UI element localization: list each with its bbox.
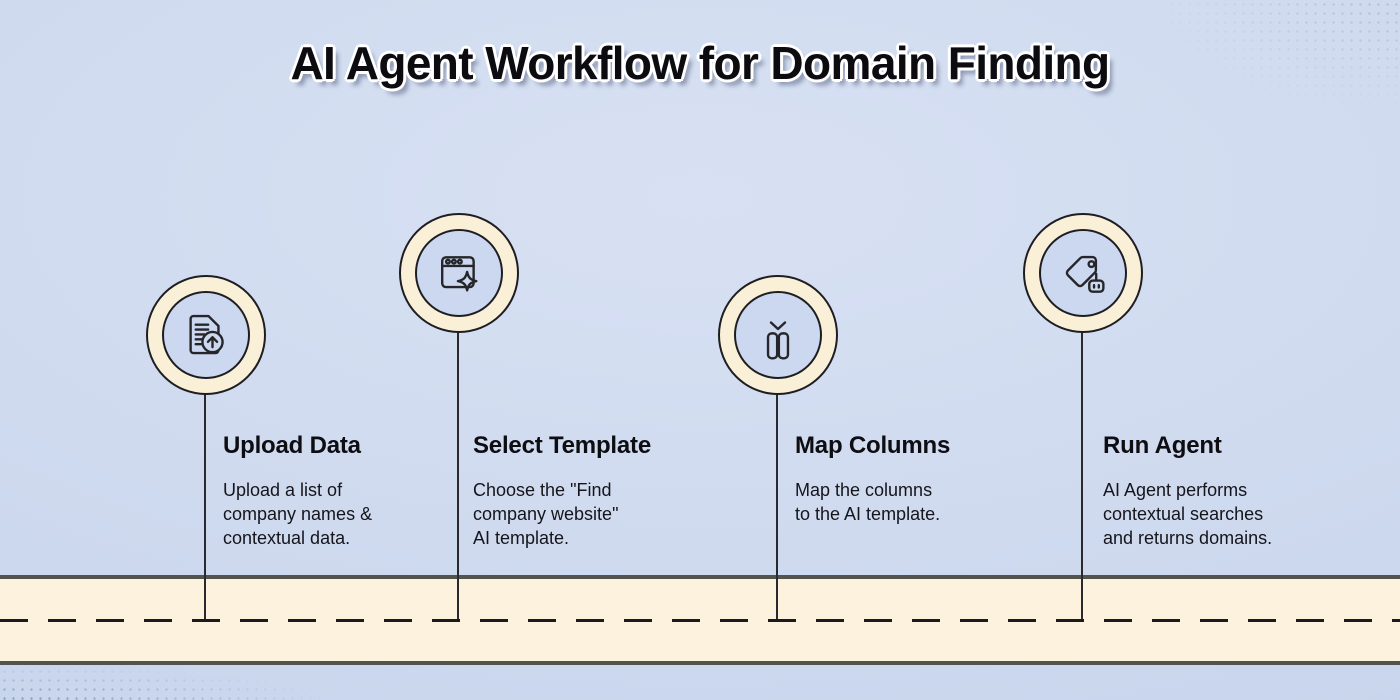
step-heading: Select Template — [473, 432, 651, 459]
step-badge-inner-circle — [734, 291, 822, 379]
step-text-upload-data: Upload Data Upload a list of company nam… — [223, 432, 473, 550]
halftone-texture-bottom-left — [0, 667, 320, 700]
step-badge-run-agent — [1023, 213, 1143, 333]
step-badge-upload-data — [146, 275, 266, 395]
connector-line-select-template — [457, 331, 459, 621]
step-badge-inner-circle — [1039, 229, 1127, 317]
step-badge-inner-circle — [415, 229, 503, 317]
road-center-dashed-line — [0, 619, 1400, 622]
step-badge-select-template — [399, 213, 519, 333]
halftone-texture-top-right — [1140, 0, 1400, 120]
step-text-map-columns: Map Columns Map the columns to the AI te… — [795, 432, 1045, 526]
page-title: AI Agent Workflow for Domain Finding — [290, 37, 1110, 89]
step-heading: Map Columns — [795, 432, 951, 459]
step-description: Map the columns to the AI template. — [795, 480, 941, 524]
step-description: Upload a list of company names & context… — [223, 480, 373, 548]
browser-sparkle-icon — [441, 256, 478, 292]
step-description: Choose the "Find company website" AI tem… — [473, 480, 619, 548]
connector-line-upload-data — [204, 393, 206, 621]
document-upload-icon — [189, 314, 224, 355]
connector-line-map-columns — [776, 393, 778, 621]
step-badge-inner-circle — [162, 291, 250, 379]
connector-line-run-agent — [1081, 331, 1083, 621]
step-text-run-agent: Run Agent AI Agent performs contextual s… — [1103, 432, 1353, 550]
step-description: AI Agent performs contextual searches an… — [1103, 480, 1273, 548]
tag-robot-icon — [1065, 255, 1105, 293]
step-text-select-template: Select Template Choose the "Find company… — [473, 432, 723, 550]
step-badge-map-columns — [718, 275, 838, 395]
step-heading: Run Agent — [1103, 432, 1222, 459]
map-columns-icon — [766, 321, 790, 360]
step-heading: Upload Data — [223, 432, 361, 459]
